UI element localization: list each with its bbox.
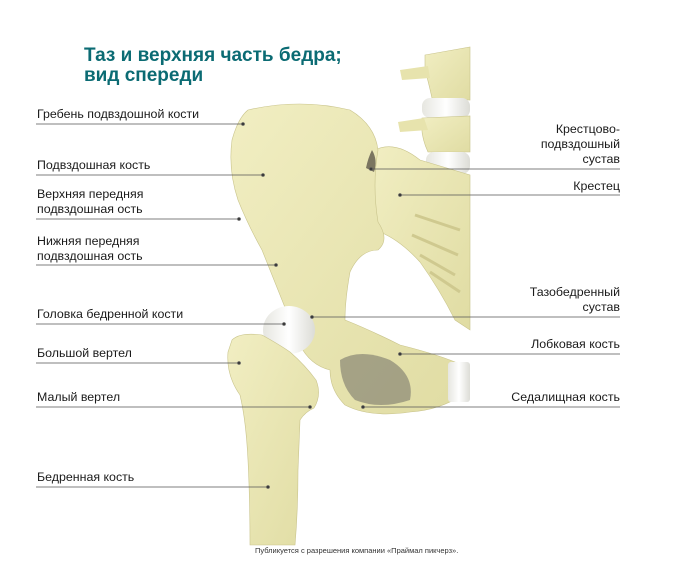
label-text: подвздошная ость bbox=[37, 202, 143, 216]
label-iliac-crest: Гребень подвздошной кости bbox=[37, 107, 199, 122]
label-text: Подвздошная кость bbox=[37, 158, 151, 172]
label-text: сустав bbox=[582, 152, 620, 166]
sacrum-shape bbox=[370, 146, 471, 331]
femur-shape bbox=[227, 306, 319, 546]
label-text: подвздошный bbox=[540, 137, 620, 151]
title-line-1: Таз и верхняя часть бедра; bbox=[84, 45, 342, 66]
femoral-head-shape bbox=[263, 306, 315, 354]
label-sacrum: Крестец bbox=[573, 179, 620, 194]
label-aiis: Нижняя передняя подвздошная ость bbox=[37, 234, 143, 264]
label-lesser-trochanter: Малый вертел bbox=[37, 390, 120, 405]
diagram-title: Таз и верхняя часть бедра; вид спереди bbox=[84, 46, 342, 86]
label-sacroiliac-joint: Крестцово- подвздошный сустав bbox=[541, 122, 620, 167]
leader-lines-left bbox=[36, 122, 312, 489]
label-asis: Верхняя передняя подвздошная ость bbox=[37, 187, 143, 217]
label-text: Большой вертел bbox=[37, 346, 132, 360]
lumbar-vertebrae bbox=[398, 46, 471, 174]
label-pubis: Лобковая кость bbox=[531, 337, 620, 352]
pubic-symphysis bbox=[448, 362, 470, 402]
label-text: Верхняя передняя bbox=[37, 187, 144, 201]
label-text: Малый вертел bbox=[37, 390, 121, 404]
obturator-foramen bbox=[340, 354, 411, 405]
label-text: Головка бедренной кости bbox=[37, 307, 184, 321]
label-femur: Бедренная кость bbox=[37, 470, 134, 485]
label-ischium: Седалищная кость bbox=[511, 390, 620, 405]
label-text: Бедренная кость bbox=[37, 470, 135, 484]
label-hip-joint: Тазобедренный сустав bbox=[530, 285, 620, 315]
credit-line: Публикуется с разрешения компании «Прайм… bbox=[255, 546, 459, 555]
label-text: подвздошная ость bbox=[37, 249, 143, 263]
title-line-2: вид спереди bbox=[84, 65, 204, 86]
hip-bone-shape bbox=[230, 103, 470, 415]
label-text: сустав bbox=[582, 300, 620, 314]
label-text: Тазобедренный bbox=[529, 285, 620, 299]
label-text: Седалищная кость bbox=[511, 390, 620, 404]
label-femoral-head: Головка бедренной кости bbox=[37, 307, 183, 322]
label-text: Крестцово- bbox=[555, 122, 620, 136]
label-text: Нижняя передняя bbox=[37, 234, 140, 248]
label-greater-trochanter: Большой вертел bbox=[37, 346, 132, 361]
label-text: Крестец bbox=[573, 179, 620, 193]
label-text: Гребень подвздошной кости bbox=[37, 107, 200, 121]
leader-lines-right bbox=[310, 167, 620, 409]
label-text: Лобковая кость bbox=[531, 337, 620, 351]
label-ilium: Подвздошная кость bbox=[37, 158, 150, 173]
